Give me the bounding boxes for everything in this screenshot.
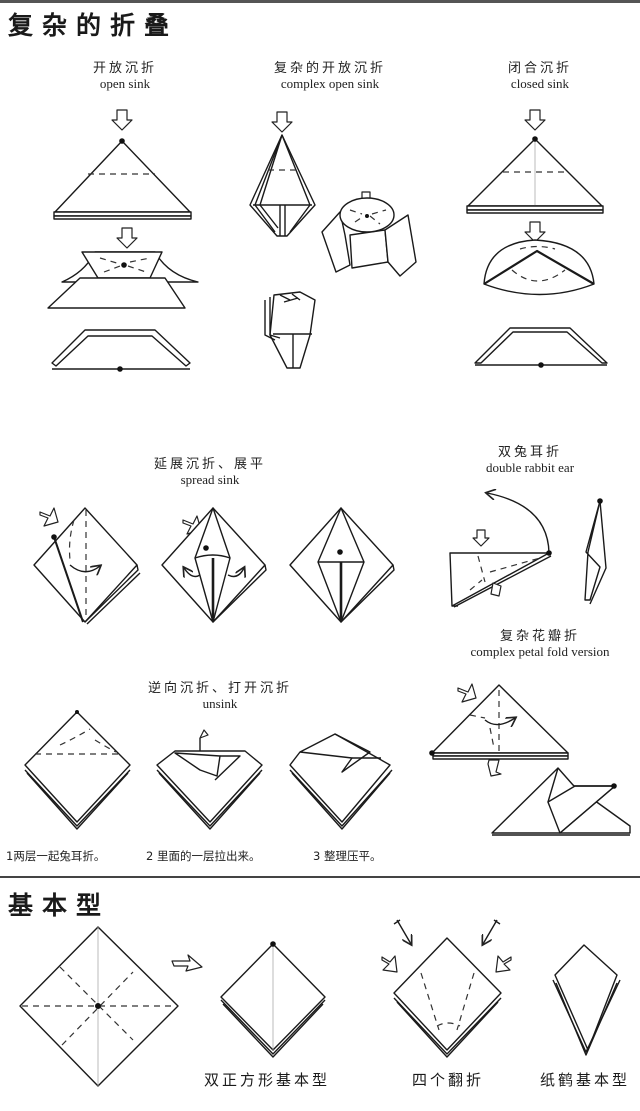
caption-double-rabbit-ear-en: double rabbit ear <box>485 459 575 475</box>
caption-unsink: 逆向沉折、打开沉折 unsink <box>120 681 320 712</box>
unsink-step-2: 2 里面的一层拉出来。 <box>146 849 261 863</box>
caption-double-rabbit-ear-zh: 双兔耳折 <box>497 445 562 460</box>
caption-spread-sink: 延展沉折、展平 spread sink <box>120 457 300 488</box>
label-crane-base: 纸鹤基本型 <box>540 1071 631 1089</box>
push-arrow-icon <box>39 507 59 527</box>
pull-arrow-icon <box>199 729 209 739</box>
closed-sink-diagram <box>466 109 608 368</box>
section-divider <box>0 876 640 878</box>
push-arrow-icon <box>116 227 138 249</box>
section-title-complex-folds: 复杂的折叠 <box>8 11 179 40</box>
push-arrow-icon <box>487 759 502 777</box>
caption-open-sink-en: open sink <box>99 75 151 91</box>
push-arrow-icon <box>381 955 398 973</box>
preliminary-base-diagram <box>220 941 326 1058</box>
caption-closed-sink-zh: 闭合沉折 <box>507 61 572 76</box>
push-arrow-icon <box>271 111 293 133</box>
push-arrow-icon <box>472 529 490 547</box>
caption-complex-petal-fold: 复杂花瓣折 complex petal fold version <box>440 629 640 660</box>
section-title-bases: 基本型 <box>8 891 111 920</box>
caption-complex-petal-fold-zh: 复杂花瓣折 <box>499 629 580 644</box>
crane-base-diagram <box>552 944 621 1056</box>
turn-over-arrow-icon <box>171 954 203 972</box>
push-arrow-icon <box>457 683 477 703</box>
caption-open-sink: 开放沉折 open sink <box>60 61 190 92</box>
caption-complex-open-sink-zh: 复杂的开放沉折 <box>273 61 386 76</box>
double-rabbit-ear-diagram <box>449 493 607 608</box>
unsink-step-1: 1两层一起兔耳折。 <box>6 849 106 863</box>
caption-closed-sink-en: closed sink <box>510 75 570 91</box>
push-arrow-icon <box>495 955 512 973</box>
top-border <box>0 0 640 3</box>
square-base-diagram <box>19 926 179 1087</box>
caption-spread-sink-en: spread sink <box>180 471 240 487</box>
spread-sink-diagram <box>33 507 395 625</box>
push-arrow-icon <box>524 109 546 131</box>
push-arrow-icon <box>111 109 133 131</box>
open-sink-diagram <box>47 109 199 372</box>
four-flips-diagram <box>381 919 512 1058</box>
push-arrow-icon <box>524 221 546 243</box>
caption-unsink-en: unsink <box>202 695 238 711</box>
caption-closed-sink: 闭合沉折 closed sink <box>470 61 610 92</box>
complex-open-sink-diagram <box>249 111 417 369</box>
caption-unsink-zh: 逆向沉折、打开沉折 <box>147 681 292 696</box>
label-double-square-base: 双正方形基本型 <box>204 1071 331 1089</box>
caption-double-rabbit-ear: 双兔耳折 double rabbit ear <box>450 445 610 476</box>
caption-complex-petal-fold-en: complex petal fold version <box>470 643 610 659</box>
caption-complex-open-sink: 复杂的开放沉折 complex open sink <box>250 61 410 92</box>
unsink-diagram <box>24 710 393 830</box>
push-arrow-icon <box>490 582 502 597</box>
caption-open-sink-zh: 开放沉折 <box>92 61 157 76</box>
label-four-flips: 四个翻折 <box>412 1071 485 1089</box>
caption-spread-sink-zh: 延展沉折、展平 <box>153 457 266 472</box>
caption-complex-open-sink-en: complex open sink <box>280 75 380 91</box>
complex-petal-fold-diagram <box>429 683 631 836</box>
unsink-step-3: 3 整理压平。 <box>313 849 382 863</box>
